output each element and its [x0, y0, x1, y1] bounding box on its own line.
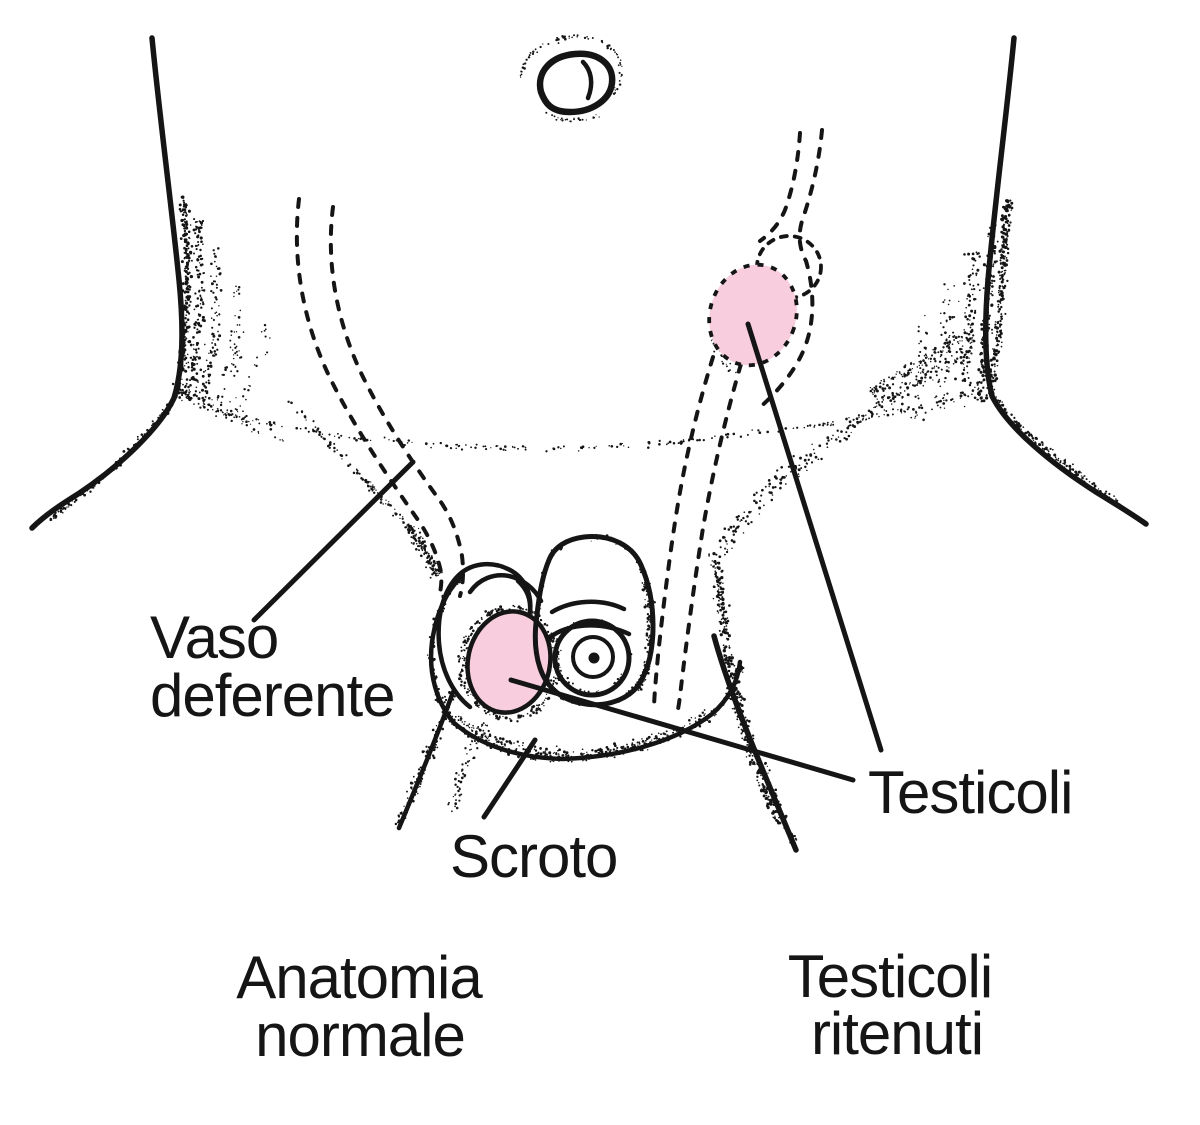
- caption-anatomia-normale-line1: Anatomia: [236, 944, 483, 1011]
- right-thigh-crease: [711, 633, 799, 853]
- leader-lines: [251, 321, 884, 820]
- caption-testicoli-ritenuti-line2: ritenuti: [811, 1000, 983, 1067]
- leader-scroto: [481, 737, 538, 820]
- labels: Vaso deferente Scroto Testicoli Anatomia…: [150, 604, 1073, 1069]
- urethral-meatus-dot: [588, 652, 600, 664]
- canal-medial-upper: [758, 131, 802, 243]
- caption-anatomia-normale-line2: normale: [255, 1002, 465, 1069]
- foreskin-fold-2: [546, 623, 632, 641]
- navel-ring: [536, 50, 616, 116]
- epididymis-inner-arc: [467, 573, 544, 604]
- leader-vaso-deferente: [251, 459, 416, 623]
- label-testicoli: Testicoli: [868, 759, 1072, 826]
- penis-outline: [532, 534, 656, 708]
- left-vas-deferens-dashed: [294, 197, 466, 601]
- caption-testicoli-ritenuti-line1: Testicoli: [788, 943, 992, 1010]
- left-torso-outline: [29, 35, 185, 531]
- left-vas-inner: [328, 205, 466, 598]
- right-inguinal-canal-dashed: [652, 128, 824, 716]
- glans-inner-ring: [571, 635, 615, 679]
- canal-medial-lower: [652, 355, 715, 712]
- left-thigh-crease: [396, 689, 456, 831]
- navel-inner-fold: [580, 59, 594, 101]
- label-scroto: Scroto: [450, 823, 617, 890]
- foreskin-fold-1: [549, 599, 627, 615]
- stipple-shading: [49, 34, 1121, 850]
- leader-testicoli-normal: [508, 677, 856, 783]
- thigh-creases: [396, 633, 799, 853]
- label-vaso-deferente-line1: Vaso: [150, 604, 278, 671]
- right-torso-outline: [982, 35, 1149, 527]
- label-vaso-deferente-line2: deferente: [150, 662, 395, 729]
- canal-lateral-lower: [675, 362, 743, 716]
- retained-testicle: [707, 262, 799, 368]
- navel: [536, 50, 616, 116]
- penis: [532, 534, 656, 708]
- left-vas-outer: [294, 197, 444, 601]
- body-outline: [29, 35, 1149, 531]
- glans-outer-ring: [552, 618, 632, 698]
- leader-testicoli-retained: [745, 321, 884, 753]
- canal-lateral-upper: [755, 128, 824, 412]
- normal-testicle: [465, 609, 553, 715]
- scrotum-outline: [428, 575, 743, 762]
- epididymis-head-curl: [515, 578, 533, 615]
